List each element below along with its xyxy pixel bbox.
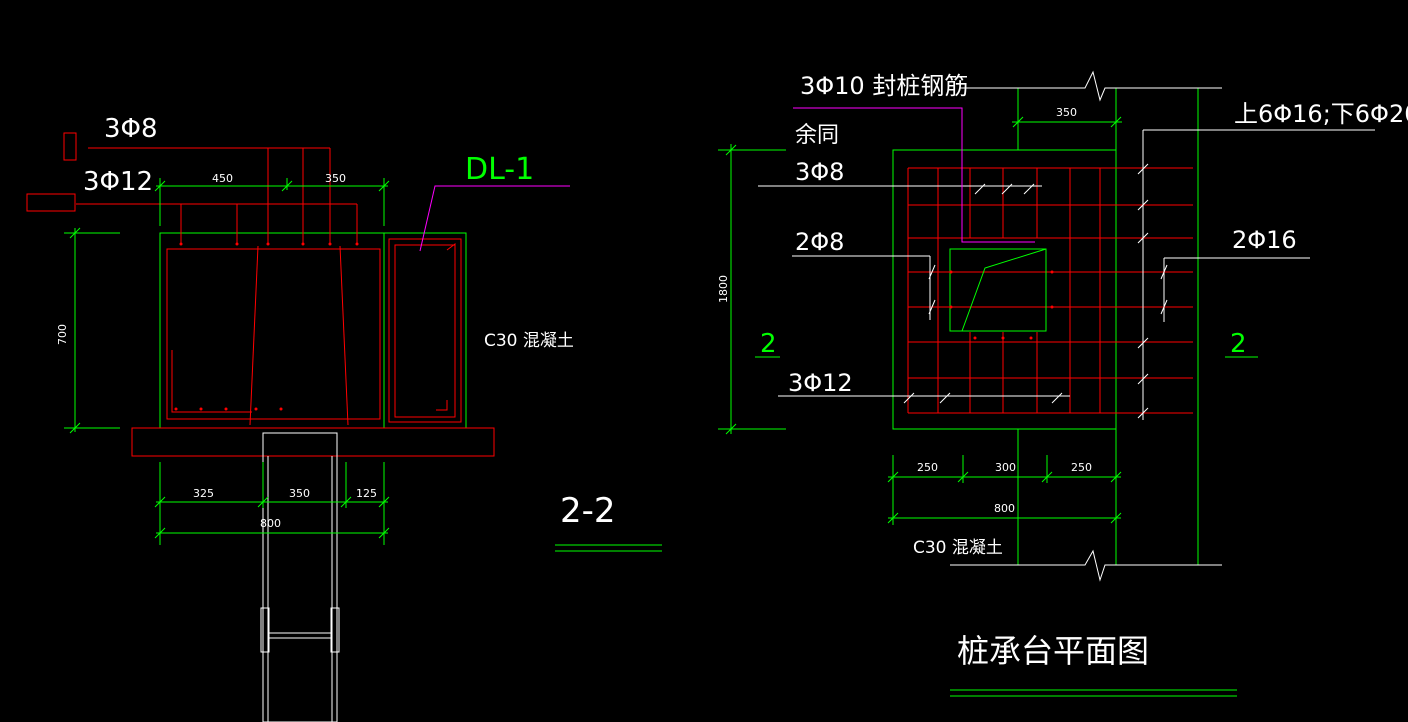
plan-dim-250b: 250 <box>1071 461 1092 474</box>
label-beam-bars: 上6Φ16;下6Φ20 <box>1234 100 1408 128</box>
plan-dim-800: 800 <box>994 502 1015 515</box>
label-plan-2phi16: 2Φ16 <box>1232 226 1297 254</box>
dim-top-450: 450 <box>212 172 233 185</box>
beam-cage <box>388 238 462 423</box>
plan-dim-350: 350 <box>1056 106 1077 119</box>
plan-title: 桩承台平面图 <box>957 632 1149 670</box>
dim-bot-325: 325 <box>193 487 214 500</box>
section-mark-right: 2 <box>1230 329 1247 359</box>
dim-height-700: 700 <box>56 324 69 345</box>
dim-bot-350: 350 <box>289 487 310 500</box>
cap-outline <box>159 232 467 429</box>
label-box-3phi8 <box>63 132 77 161</box>
section-mark-left: 2 <box>760 329 777 359</box>
plan-dim-1800: 1800 <box>717 275 730 303</box>
label-3phi12: 3Φ12 <box>83 167 153 197</box>
label-seal-bars: 3Φ10 封桩钢筋 <box>800 72 968 100</box>
dim-top-350: 350 <box>325 172 346 185</box>
base-slab <box>131 427 495 457</box>
label-3phi8: 3Φ8 <box>104 114 158 144</box>
plan-dim-300: 300 <box>995 461 1016 474</box>
label-plan-3phi12: 3Φ12 <box>788 369 853 397</box>
plan-pile <box>949 248 1047 332</box>
rebar-cage <box>166 248 381 420</box>
beam-tag: DL-1 <box>465 152 534 187</box>
label-plan-2phi8: 2Φ8 <box>795 228 844 256</box>
label-plan-3phi8: 3Φ8 <box>795 158 844 186</box>
label-box-3phi12 <box>26 193 76 212</box>
section-2-2: 3Φ8 3Φ12 DL-1 C30 混凝土 450 350 700 <box>26 114 662 722</box>
dim-bot-125: 125 <box>356 487 377 500</box>
concrete-grade: C30 混凝土 <box>484 331 574 351</box>
section-title: 2-2 <box>560 491 616 531</box>
plan-rebar-grid <box>907 167 1193 414</box>
pile-cap-plan: 3Φ10 封桩钢筋 余同 3Φ8 2Φ8 3Φ12 2Φ16 上6Φ16;下6Φ… <box>717 70 1408 697</box>
dim-bot-800: 800 <box>260 517 281 530</box>
plan-dim-250a: 250 <box>917 461 938 474</box>
label-same: 余同 <box>795 123 839 148</box>
plan-concrete-grade: C30 混凝土 <box>913 538 1003 558</box>
pile <box>262 432 338 722</box>
